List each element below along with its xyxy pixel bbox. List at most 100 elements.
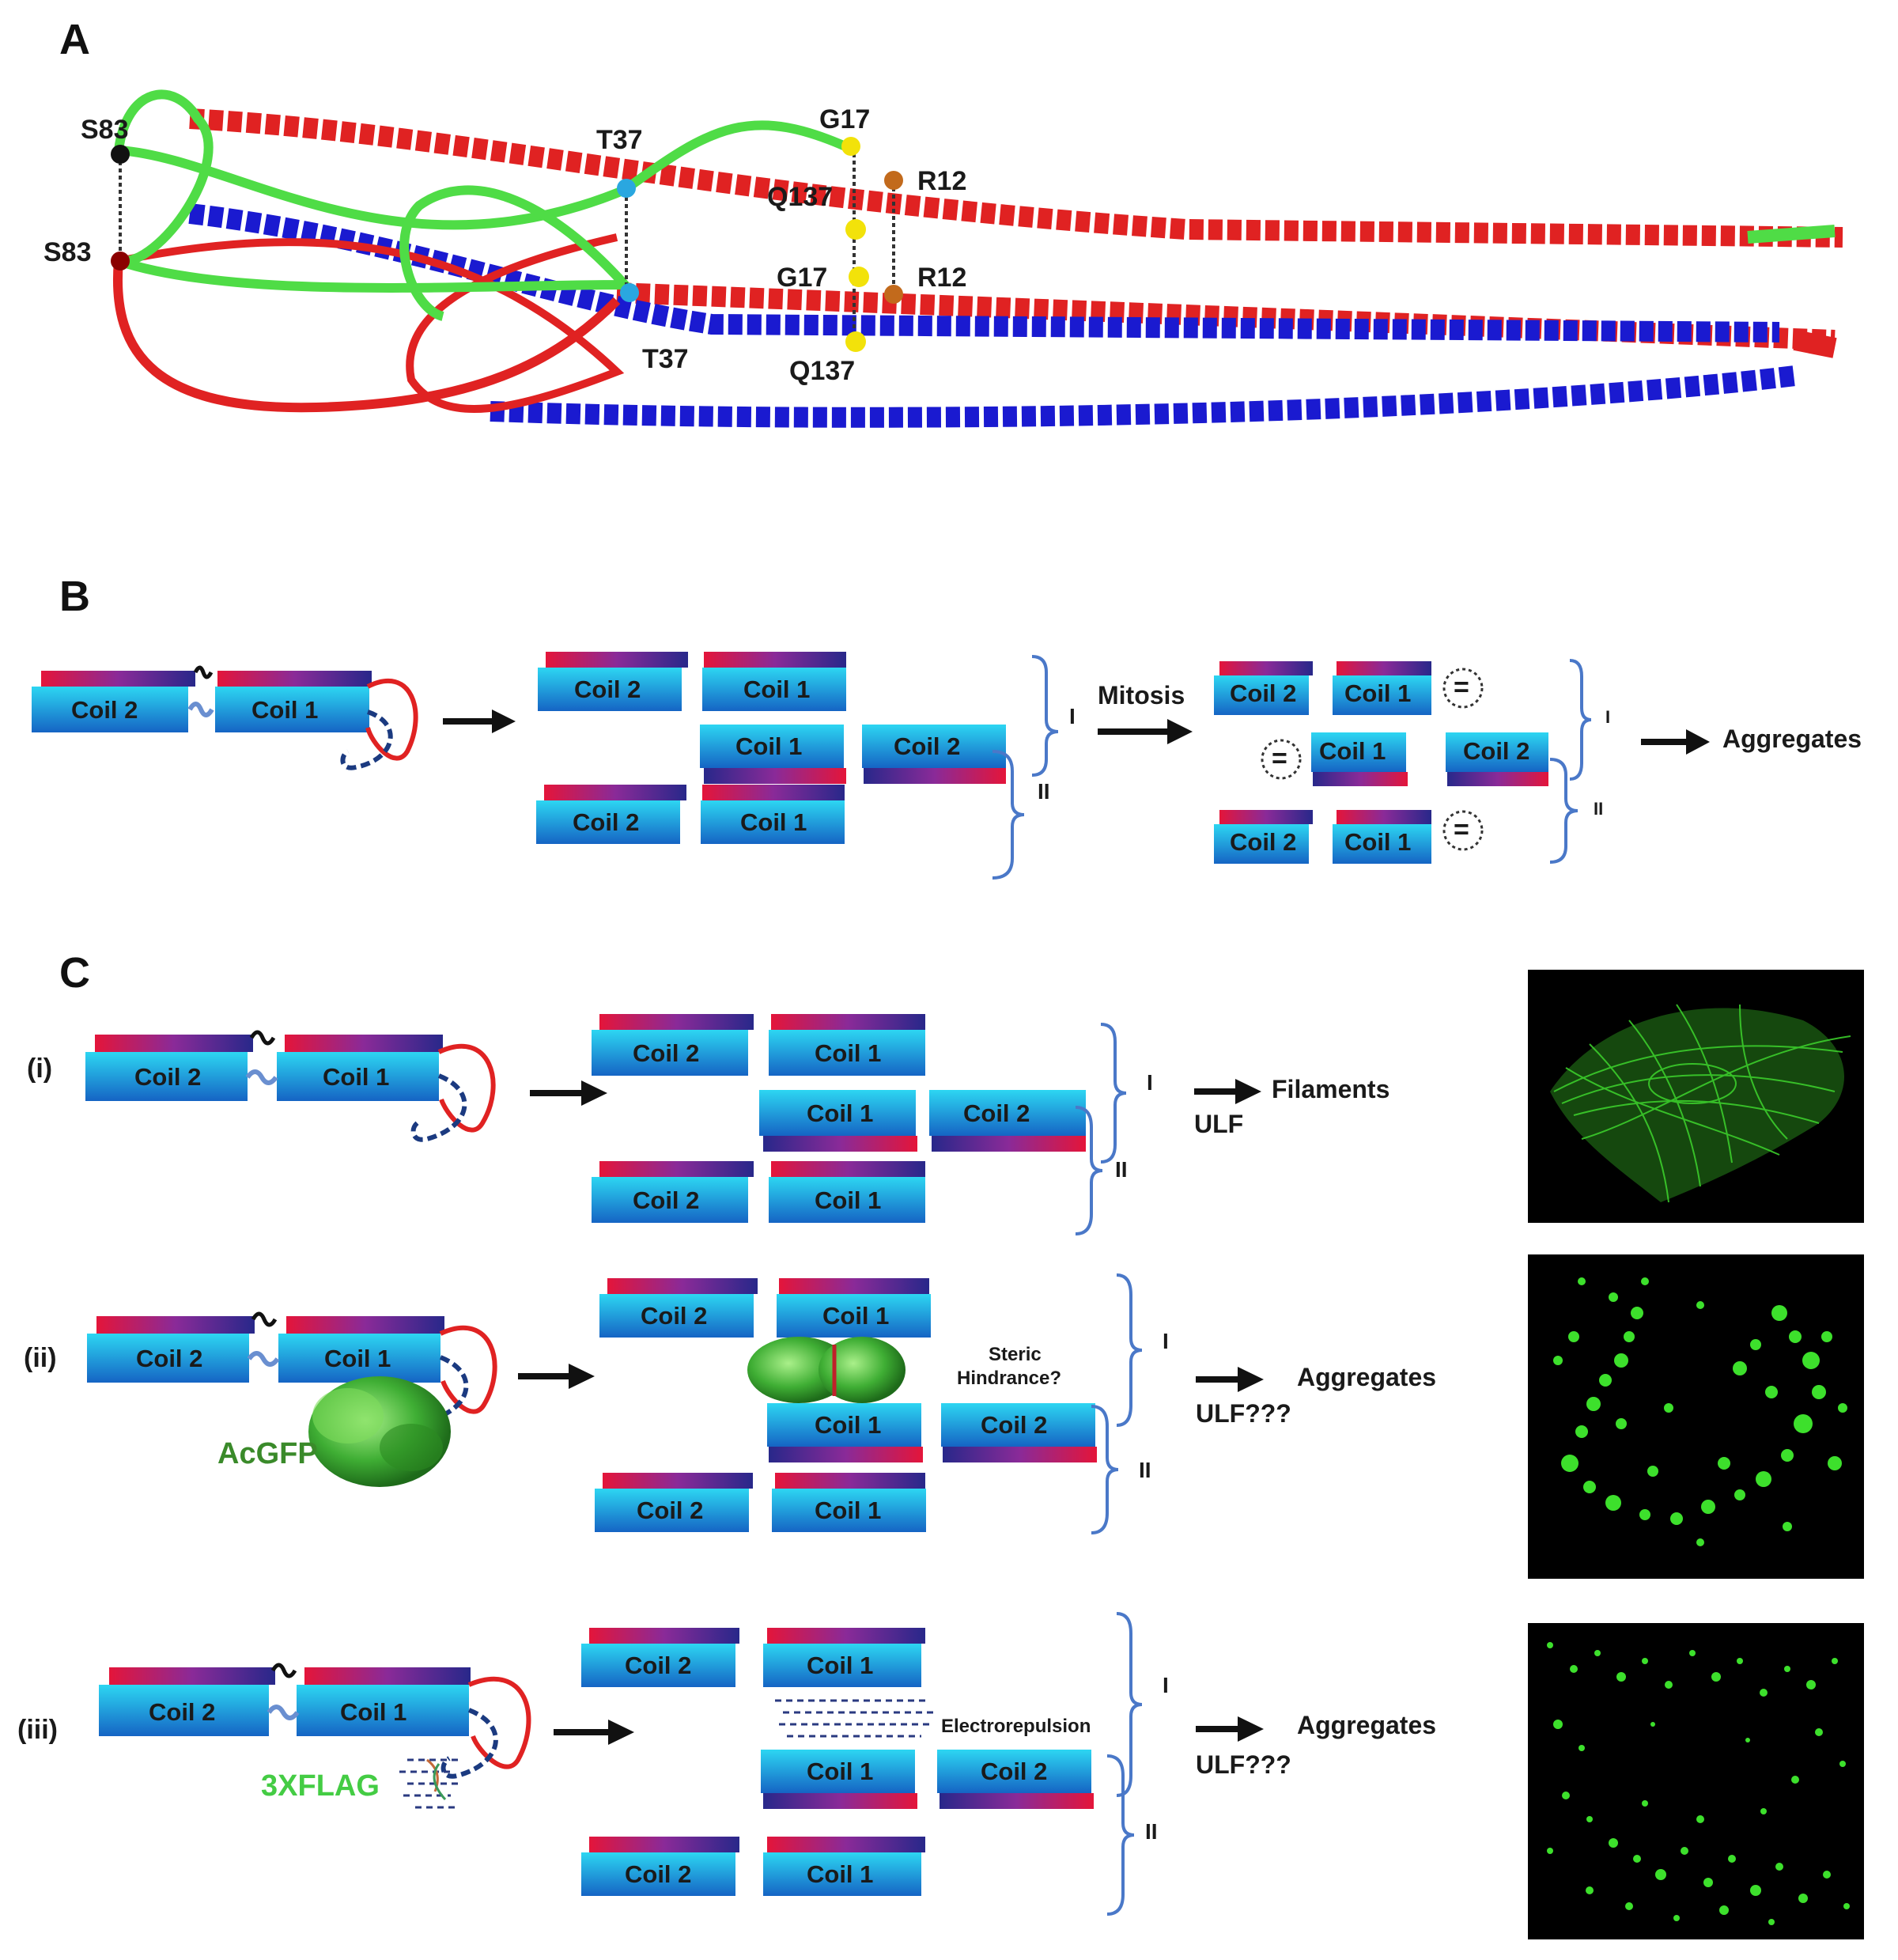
c-i-tetramer: Coil 2 Coil 1 Coil 1 Coil 2 Coil 2 Coil … (592, 1014, 1086, 1223)
b-m-coil1: Coil 1 (251, 696, 318, 724)
svg-text:Coil 1: Coil 1 (1344, 679, 1411, 707)
blue-helix-1 (188, 203, 1780, 342)
marker-r12-bottom (884, 285, 903, 304)
blue-helix-2 (490, 365, 1797, 428)
c-row-iii: (iii) (17, 1715, 58, 1745)
c-row-ii: (ii) (24, 1343, 57, 1373)
label-r12-top: R12 (917, 166, 966, 196)
marker-s83-bottom (111, 252, 130, 271)
label-g17-top: G17 (819, 104, 870, 134)
b-monomer: Coil 2 Coil 1 (32, 665, 418, 770)
micrograph-aggregates-1 (1528, 1254, 1864, 1579)
svg-text:Coil 2: Coil 2 (633, 1186, 699, 1214)
svg-text:I: I (1147, 1070, 1153, 1095)
red-loop-2 (118, 233, 625, 413)
c-iii-ulf: ULF??? (1196, 1750, 1291, 1779)
svg-text:I: I (1163, 1673, 1169, 1697)
c-iii-flag: 3XFLAG (261, 1769, 380, 1803)
green-loop-3 (117, 185, 636, 321)
b2-bracket-ii (1549, 758, 1579, 864)
b-bracket-i (1031, 655, 1059, 777)
svg-text:Coil 2: Coil 2 (981, 1758, 1047, 1785)
c-iii-result: Aggregates (1297, 1711, 1436, 1739)
svg-text:Coil 1: Coil 1 (807, 1652, 873, 1679)
c-ii-steric-2: Hindrance? (957, 1368, 1061, 1389)
svg-text:Coil 2: Coil 2 (574, 675, 641, 703)
b2-bracket-i (1569, 659, 1592, 781)
marker-t37-top (617, 179, 636, 198)
svg-text:Coil 1: Coil 1 (815, 1039, 881, 1067)
marker-t37-bottom (620, 283, 639, 302)
label-t37-bottom: T37 (642, 344, 689, 374)
micrograph-aggregates-2 (1528, 1623, 1864, 1939)
svg-text:Coil 1: Coil 1 (735, 732, 802, 760)
svg-text:Coil 1: Coil 1 (1344, 828, 1411, 856)
marker-q137-bottom (845, 331, 866, 352)
marker-s83-top (111, 145, 130, 164)
green-loop-1 (114, 89, 214, 267)
b-phospho-tetramer: Coil 2 Coil 1 = Coil 1 Coil 2 = Coil 2 C… (1214, 661, 1548, 864)
red-loop-1 (113, 260, 621, 413)
crosslinks (119, 146, 895, 340)
svg-text:Coil 2: Coil 2 (637, 1496, 703, 1524)
b-label-i: I (1069, 704, 1076, 728)
label-r12-bottom: R12 (917, 263, 966, 293)
svg-text:=: = (1454, 672, 1469, 702)
svg-text:Coil 1: Coil 1 (807, 1099, 873, 1127)
svg-text:Coil 2: Coil 2 (981, 1411, 1047, 1439)
b-bracket-ii (992, 750, 1025, 880)
svg-text:Coil 1: Coil 1 (815, 1186, 881, 1214)
b-mitosis: Mitosis (1098, 681, 1185, 709)
svg-text:Coil 1: Coil 1 (822, 1302, 889, 1330)
svg-text:Coil 2: Coil 2 (894, 732, 960, 760)
c-ii-steric-1: Steric (989, 1344, 1042, 1365)
b-m-coil2: Coil 2 (71, 696, 138, 724)
label-g17-bottom: G17 (777, 263, 827, 293)
marker-q137-top (845, 219, 866, 240)
b-tetramer: Coil 2 Coil 1 Coil 1 Coil 2 Coil 2 Coil … (536, 652, 1006, 844)
svg-text:Coil 1: Coil 1 (340, 1698, 406, 1726)
svg-text:I: I (1163, 1329, 1169, 1353)
svg-text:Coil 1: Coil 1 (743, 675, 810, 703)
micrograph-filaments (1528, 970, 1864, 1223)
svg-text:=: = (1272, 744, 1287, 774)
svg-text:Coil 2: Coil 2 (963, 1099, 1030, 1127)
svg-text:Coil 2: Coil 2 (1463, 737, 1529, 765)
marker-g17-bottom (849, 267, 869, 287)
marker-g17-top (841, 137, 860, 156)
svg-text:II: II (1145, 1819, 1158, 1844)
svg-text:Coil 2: Coil 2 (625, 1652, 691, 1679)
svg-text:Coil 1: Coil 1 (740, 808, 807, 836)
c-i-ulf: ULF (1194, 1110, 1243, 1138)
svg-text:Coil 2: Coil 2 (134, 1063, 201, 1091)
svg-text:Coil 1: Coil 1 (815, 1411, 881, 1439)
label-s83-top: S83 (81, 115, 129, 145)
svg-text:Coil 2: Coil 2 (641, 1302, 707, 1330)
label-s83-bottom: S83 (43, 237, 92, 267)
svg-text:II: II (1115, 1157, 1128, 1182)
svg-text:II: II (1139, 1458, 1151, 1482)
svg-text:Coil 1: Coil 1 (323, 1063, 389, 1091)
c-iii-tetramer: Coil 2 Coil 1 Electrorepulsion Coil 1 Co… (581, 1628, 1094, 1896)
svg-text:=: = (1454, 815, 1469, 845)
protein-structure (111, 89, 1843, 428)
svg-text:Coil 1: Coil 1 (807, 1860, 873, 1888)
green-tail (1747, 225, 1836, 244)
c-ii-tetramer: Coil 2 Coil 1 Steric Hindrance? Coil 1 C… (595, 1278, 1097, 1532)
b2-label-i: I (1605, 707, 1610, 727)
marker-r12-top (884, 171, 903, 190)
svg-text:Coil 1: Coil 1 (324, 1345, 391, 1372)
c-ii-result: Aggregates (1297, 1363, 1436, 1391)
c-iii-monomer: Coil 2 Coil 1 3XFLAG (99, 1663, 531, 1809)
svg-text:Coil 2: Coil 2 (633, 1039, 699, 1067)
c-i-result: Filaments (1272, 1075, 1389, 1103)
svg-text:Coil 2: Coil 2 (573, 808, 639, 836)
svg-text:Coil 2: Coil 2 (625, 1860, 691, 1888)
svg-text:Coil 1: Coil 1 (815, 1496, 881, 1524)
panel-label-a: A (59, 16, 90, 63)
svg-text:Coil 2: Coil 2 (1230, 679, 1296, 707)
label-q137-bottom: Q137 (789, 356, 855, 386)
c-ii-monomer: Coil 2 Coil 1 AcGFP (87, 1311, 497, 1487)
svg-text:Coil 2: Coil 2 (149, 1698, 215, 1726)
